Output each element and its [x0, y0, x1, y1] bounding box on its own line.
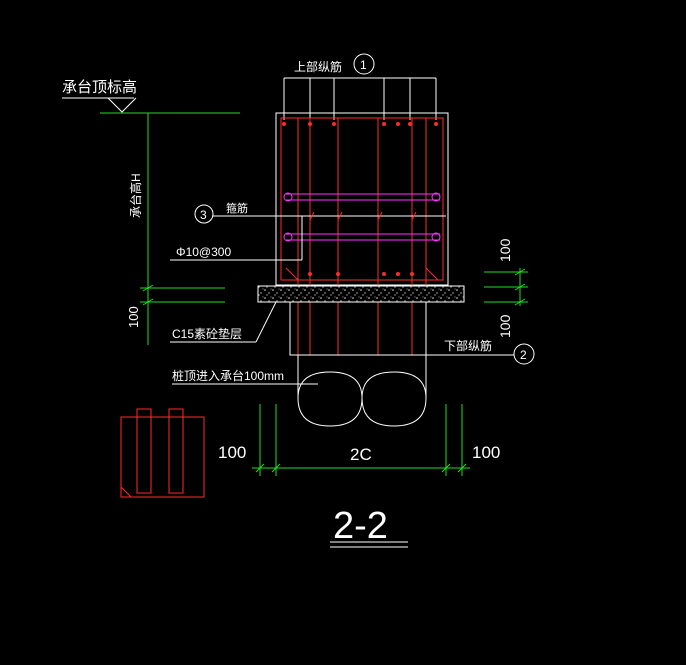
- dim-2c: 2C: [350, 445, 372, 464]
- cap-top-elevation-label: 承台顶标高: [62, 79, 137, 96]
- pile: 桩顶进入承台100mm: [172, 301, 427, 427]
- dim-100-left: 100: [126, 306, 141, 328]
- section-title-text: 2-2: [333, 505, 388, 547]
- marker-3-circle: [194, 204, 214, 224]
- dim-100-right-top: 100: [497, 238, 513, 262]
- elevation-symbol: 承台顶标高: [62, 79, 240, 114]
- rebar-cage: [280, 117, 444, 355]
- pile-embed-label: 桩顶进入承台100mm: [172, 368, 284, 383]
- marker-1: 1: [360, 58, 367, 72]
- marker-2: 2: [520, 348, 527, 362]
- rebar-detail: [120, 408, 205, 498]
- dim-100-bottom-right: 100: [472, 443, 500, 462]
- cap-height-dimension: 承台高H 100: [126, 113, 225, 345]
- dim-100-right-bottom: 100: [497, 314, 513, 338]
- marker-3: 3: [200, 208, 207, 222]
- top-rebar-label: 上部纵筋: [294, 59, 342, 74]
- section-title: 2-2: [330, 505, 408, 548]
- dim-100-bottom-left: 100: [218, 443, 246, 462]
- right-dimensions: 100 100: [484, 238, 528, 338]
- stirrup-label: 箍筋: [226, 201, 248, 215]
- bottom-rebar-leader: 2 下部纵筋: [426, 338, 535, 365]
- cap-height-label: 承台高H: [128, 173, 143, 218]
- bottom-dimensions: 100 2C 100: [218, 404, 500, 476]
- cushion-layer: C15素砼垫层: [170, 285, 465, 343]
- bottom-rebar-label: 下部纵筋: [444, 338, 492, 353]
- cushion-label: C15素砼垫层: [172, 326, 242, 341]
- stirrups: [283, 192, 441, 242]
- marker-2-circle: [513, 343, 535, 365]
- stirrup-spec-label: Φ10@300: [176, 245, 231, 259]
- marker-1-circle: [353, 53, 375, 75]
- stirrup-leader: 3 箍筋 Φ10@300: [170, 201, 446, 261]
- pile-cap-outline: [275, 112, 449, 286]
- top-rebar-leader: 上部纵筋 1: [283, 53, 437, 120]
